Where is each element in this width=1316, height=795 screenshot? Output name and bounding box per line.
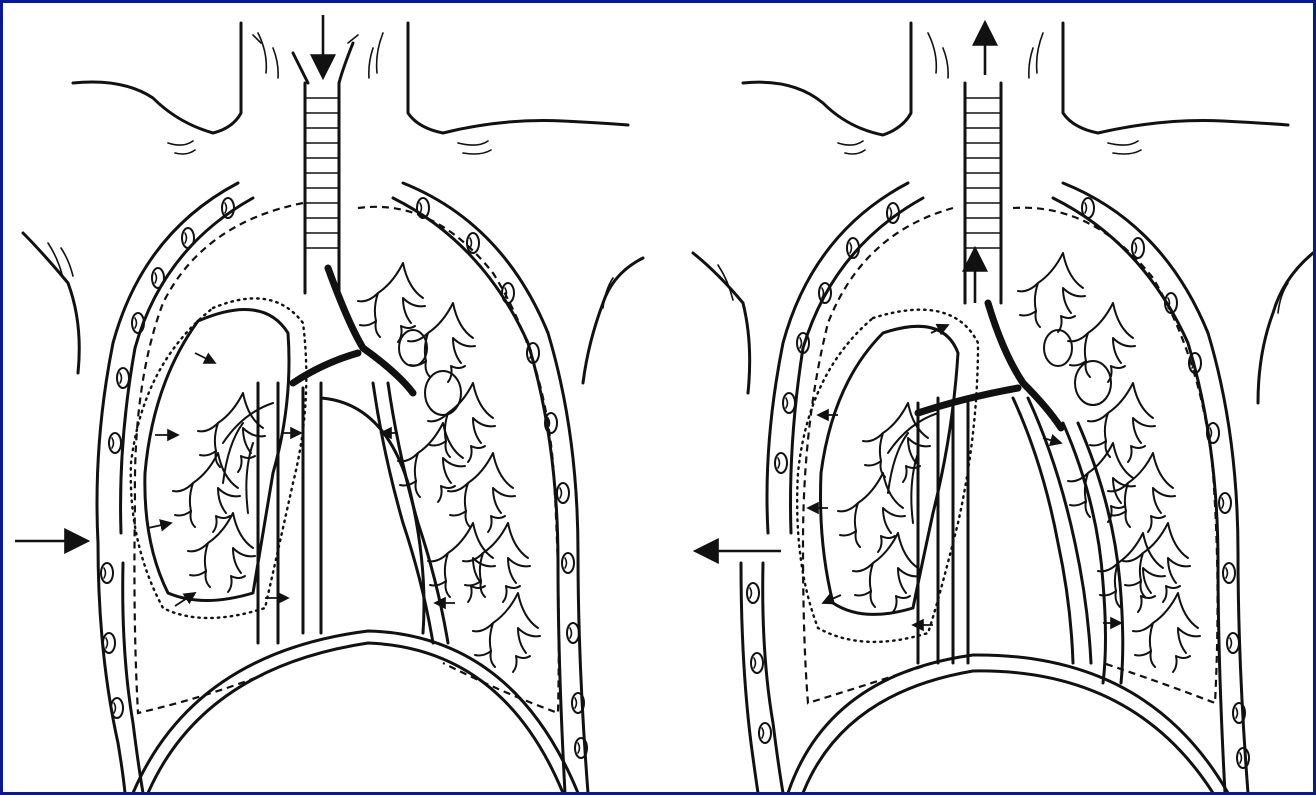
left-collapsed-lung	[131, 298, 307, 618]
left-panel	[15, 15, 643, 793]
right-panel	[693, 23, 1313, 793]
left-trachea	[293, 43, 353, 293]
right-trachea	[965, 83, 1001, 303]
right-collapsed-lung	[797, 310, 978, 642]
thorax-diagram	[3, 3, 1316, 795]
right-ribs-right	[1082, 198, 1249, 768]
left-expanded-lung	[358, 263, 540, 672]
right-ribs-left	[747, 203, 899, 743]
